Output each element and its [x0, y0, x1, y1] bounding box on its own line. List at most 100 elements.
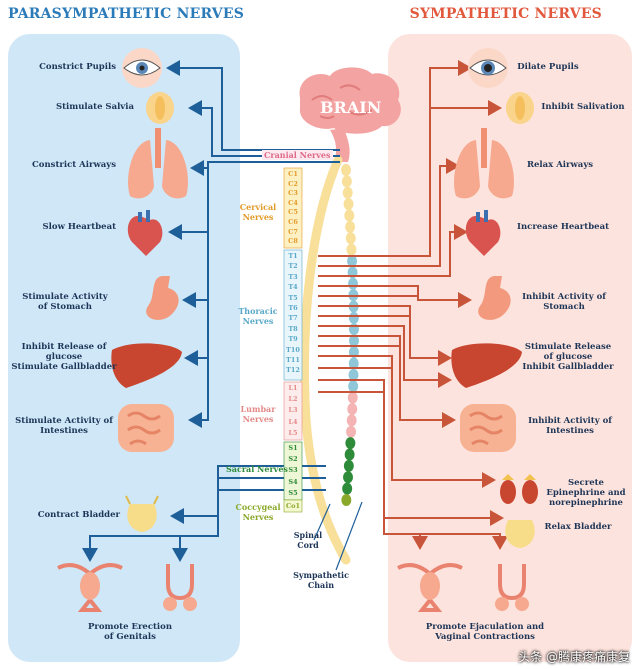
- stimulate-intestines-label: Stimulate Activity of Intestines: [15, 416, 113, 436]
- sympathetic-chain-label: Sympathetic Chain: [293, 570, 349, 590]
- chain-ganglion: [347, 391, 358, 404]
- eye-icon: [468, 48, 508, 88]
- chain-ganglion: [341, 164, 351, 176]
- chain-ganglion: [348, 311, 359, 324]
- contract-bladder-label: Contract Bladder: [37, 510, 120, 520]
- chain-ganglion: [343, 471, 354, 484]
- segment-c3: C3: [288, 189, 298, 198]
- liver-icon: [111, 343, 182, 388]
- coccygeal-group-label: Coccygeal Nerves: [235, 502, 281, 522]
- chain-ganglion: [341, 175, 352, 188]
- chain-ganglion: [348, 380, 359, 393]
- relax-bladder-label: Relax Bladder: [544, 522, 612, 532]
- secrete-epinephrine-label: Secrete Epinephrine and norepinephrine: [546, 478, 626, 508]
- sympathetic-title: SYMPATHETIC NERVES: [409, 6, 602, 22]
- stomach-icon: [478, 276, 511, 320]
- segment-t3: T3: [288, 272, 298, 281]
- segment-l1: L1: [288, 384, 298, 392]
- inhibit-salivation-label: Inhibit Salivation: [541, 102, 625, 112]
- heart-icon: [465, 210, 501, 256]
- lungs-icon: [454, 128, 514, 199]
- relax-airways-label: Relax Airways: [526, 160, 594, 170]
- cranial-nerves-label: Cranial Nerves: [262, 150, 333, 160]
- eye-icon: [122, 48, 162, 88]
- segment-s1: S1: [288, 444, 298, 452]
- male-reproductive-icon: [163, 564, 197, 611]
- chain-ganglion: [345, 437, 356, 450]
- chain-ganglion: [347, 402, 358, 415]
- sympathetic-paths: [318, 60, 508, 550]
- intestines-icon: [460, 404, 516, 452]
- liver-icon: [451, 343, 522, 388]
- bladder-icon: [125, 495, 159, 532]
- chain-ganglion: [341, 494, 352, 506]
- chain-ganglion: [342, 186, 353, 199]
- female-reproductive-icon: [57, 563, 123, 612]
- segment-c6: C6: [288, 218, 298, 226]
- thoracic-group-label: Thoracic Nerves: [238, 306, 278, 326]
- segment-c2: C2: [288, 179, 298, 188]
- spinal-cord: [299, 155, 351, 565]
- segment-c4: C4: [288, 198, 298, 207]
- lumbar-group-label: Lumbar Nerves: [240, 404, 276, 424]
- chain-ganglion: [344, 448, 355, 461]
- stimulate-stomach-label: Stimulate Activity of Stomach: [22, 292, 108, 312]
- segment-c1: C1: [288, 170, 298, 178]
- constrict-pupils-label: Constrict Pupils: [39, 62, 116, 72]
- promote-ejaculation-label: Promote Ejaculation and Vaginal Contract…: [425, 622, 545, 642]
- constrict-airways-label: Constrict Airways: [32, 160, 116, 170]
- stomach-icon: [146, 276, 179, 320]
- salivary-gland-icon: [146, 92, 174, 124]
- heart-icon: [127, 210, 163, 256]
- segment-t12: T12: [286, 366, 300, 375]
- segment-t7: T7: [288, 314, 298, 323]
- chain-ganglion: [348, 368, 359, 381]
- segment-t8: T8: [288, 324, 298, 333]
- chain-ganglion: [346, 414, 357, 427]
- chain-ganglion: [343, 459, 354, 472]
- salivary-gland-icon: [506, 92, 534, 124]
- inhibit-stomach-label: Inhibit Activity of Stomach: [522, 292, 606, 312]
- chain-ganglion: [348, 334, 359, 347]
- watermark: 头条 @腾康疼痛康复: [518, 650, 630, 664]
- segment-s4: S4: [288, 477, 298, 486]
- segment-s3: S3: [288, 466, 298, 475]
- brain-label: BRAIN: [320, 98, 382, 117]
- stimulate-glucose-label: Stimulate Release of glucose Inhibit Gal…: [522, 342, 614, 372]
- segment-l4: L4: [288, 417, 298, 426]
- segment-co1: Co1: [286, 502, 301, 510]
- segment-c5: C5: [288, 208, 298, 217]
- segment-t10: T10: [286, 345, 300, 354]
- segment-t9: T9: [288, 335, 298, 344]
- segment-t4: T4: [288, 283, 298, 292]
- chain-ganglion: [347, 255, 358, 268]
- chain-ganglion: [346, 425, 357, 438]
- chain-ganglion: [348, 357, 359, 370]
- segment-l5: L5: [288, 428, 298, 437]
- segment-c7: C7: [288, 227, 298, 236]
- stimulate-salvia-label: Stimulate Salvia: [55, 102, 134, 112]
- adrenal-kidney-icon: [500, 474, 538, 504]
- segment-l3: L3: [288, 406, 298, 415]
- segment-t2: T2: [288, 262, 298, 271]
- segment-s2: S2: [288, 455, 298, 464]
- inhibit-glucose-label: Inhibit Release of glucose Stimulate Gal…: [11, 342, 117, 372]
- cervical-group-label: Cervical Nerves: [239, 202, 277, 222]
- segment-s5: S5: [288, 488, 298, 497]
- brain-icon: [299, 67, 401, 162]
- increase-heartbeat-label: Increase Heartbeat: [516, 222, 609, 232]
- chain-ganglion: [345, 220, 356, 233]
- segment-t1: T1: [288, 252, 298, 260]
- dilate-pupils-label: Dilate Pupils: [517, 62, 579, 72]
- lungs-icon: [128, 128, 188, 199]
- parasympathetic-title: PARASYMPATHETIC NERVES: [8, 6, 245, 22]
- segment-c8: C8: [288, 237, 298, 246]
- inhibit-intestines-label: Inhibit Activity of Intestines: [528, 416, 612, 436]
- chain-ganglion: [348, 277, 359, 290]
- segment-l2: L2: [288, 395, 298, 404]
- female-reproductive-icon: [397, 563, 463, 612]
- promote-erection-label: Promote Erection of Genitals: [87, 622, 173, 642]
- segment-t6: T6: [288, 304, 298, 312]
- chain-ganglion: [346, 243, 357, 256]
